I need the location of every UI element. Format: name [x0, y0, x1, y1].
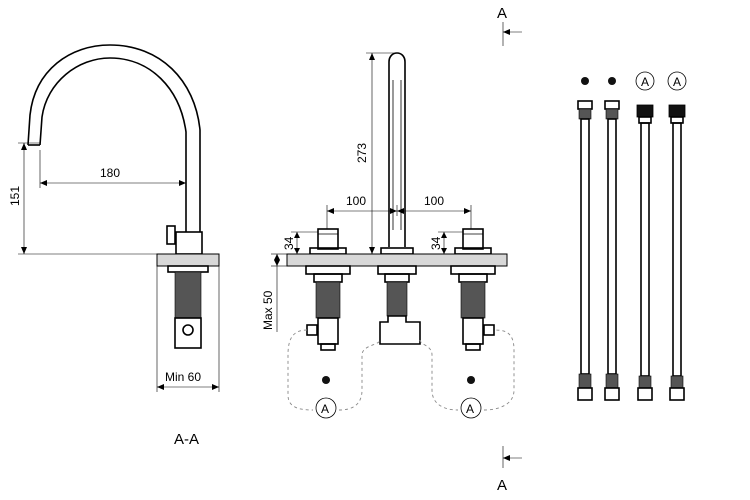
thread-right	[460, 281, 486, 319]
hose-2	[604, 100, 620, 401]
hose-marker-left: A	[321, 402, 329, 416]
dim-min-hole: Min 60	[165, 370, 201, 384]
deck-section	[156, 253, 220, 267]
dim-spout-reach: 180	[100, 166, 120, 180]
deck-front	[286, 253, 508, 267]
hose-marker-right: A	[466, 402, 474, 416]
dim-spout-total: 273	[355, 143, 369, 163]
dim-handle-left: 34	[282, 236, 296, 250]
spout-outer	[27, 44, 201, 232]
inlet-dot-right	[467, 376, 475, 384]
inlet-dot-left	[322, 376, 330, 384]
thread-shank	[174, 271, 202, 319]
section-marker-bottom: A	[497, 477, 507, 494]
hose-label-4: A	[673, 75, 681, 89]
side-view: 180 151 Min 60 A-A	[8, 44, 220, 448]
section-marker-top: A	[497, 5, 507, 22]
dim-handle-right: 34	[429, 236, 443, 250]
t-connector	[379, 315, 421, 345]
hose-1	[577, 100, 593, 401]
hose-4	[668, 104, 686, 401]
hoses: A A	[577, 71, 687, 401]
spout-inner	[39, 57, 187, 232]
center-spout	[388, 52, 406, 247]
thread-left	[315, 281, 341, 319]
hose-dot-2	[608, 77, 616, 85]
dim-spout-height: 151	[8, 186, 22, 206]
hose-3	[636, 104, 654, 401]
dim-max-deck: Max 50	[261, 290, 275, 330]
dim-spacing-left: 100	[346, 194, 366, 208]
hose-label-3: A	[641, 75, 649, 89]
front-view: A A	[261, 5, 522, 494]
thread-center	[386, 281, 408, 317]
section-title: A-A	[174, 431, 199, 448]
dim-spacing-right: 100	[424, 194, 444, 208]
hose-dot-1	[581, 77, 589, 85]
